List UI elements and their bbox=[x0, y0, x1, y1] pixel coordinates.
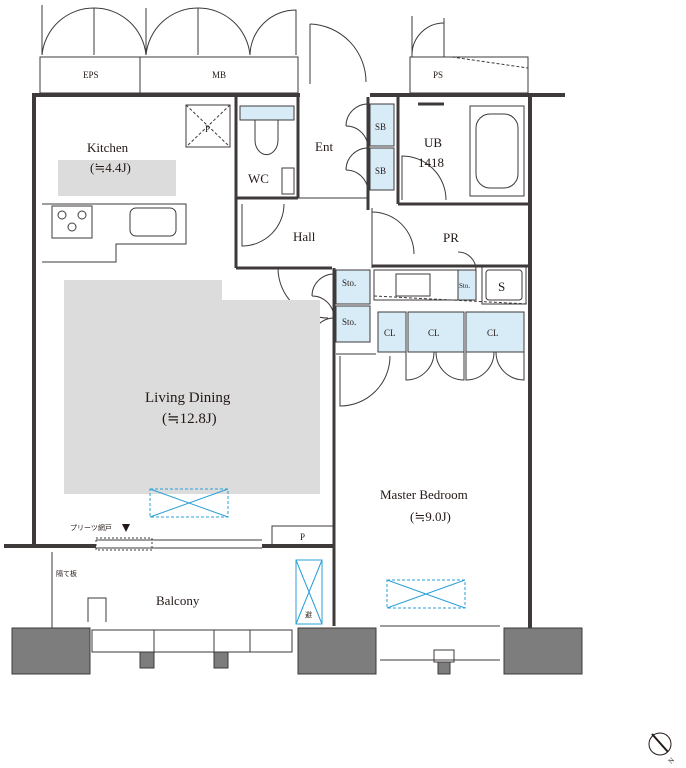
wc-room bbox=[234, 97, 300, 268]
bedroom-walls bbox=[271, 346, 391, 626]
compass-icon bbox=[648, 732, 672, 756]
partition-label: 隔て板 bbox=[56, 569, 77, 578]
sto1-label: Sto. bbox=[342, 278, 356, 288]
living-label: Living Dining bbox=[145, 390, 231, 406]
ent-label: Ent bbox=[315, 139, 333, 154]
living-size: (≒12.8J) bbox=[162, 411, 217, 427]
kitchen-floor-shade bbox=[58, 160, 176, 196]
hatch-label: 避 bbox=[305, 610, 312, 619]
ub-size: 1418 bbox=[418, 155, 444, 170]
closets bbox=[377, 311, 525, 381]
structural-columns bbox=[11, 627, 583, 675]
ps-top-label: PS bbox=[433, 70, 443, 80]
shoebox-area bbox=[345, 97, 395, 210]
kitchen-label: Kitchen bbox=[87, 140, 129, 155]
mb-label: MB bbox=[212, 70, 226, 80]
p-box-label: P bbox=[300, 532, 305, 542]
pleats-screen-label: プリーツ網戸 bbox=[70, 523, 112, 532]
unit-bath bbox=[298, 97, 528, 206]
cl1-label: CL bbox=[384, 328, 396, 338]
top-service-strip bbox=[39, 5, 529, 94]
balcony bbox=[51, 552, 500, 675]
p-shaft-label: P bbox=[205, 124, 210, 134]
s-label: S bbox=[498, 279, 505, 294]
kitchen-counter bbox=[42, 203, 187, 263]
hall-label: Hall bbox=[293, 229, 316, 244]
wc-label: WC bbox=[248, 171, 269, 186]
vanity bbox=[373, 251, 529, 305]
cl3-label: CL bbox=[487, 328, 499, 338]
eps-label: EPS bbox=[83, 70, 99, 80]
sb2-label: SB bbox=[375, 166, 386, 176]
window-line bbox=[95, 524, 262, 551]
storage-units bbox=[311, 268, 371, 346]
living-floor-shade bbox=[64, 280, 320, 494]
balcony-label: Balcony bbox=[156, 593, 200, 608]
living-skylight bbox=[149, 488, 229, 518]
sb1-label: SB bbox=[375, 122, 386, 132]
pr-label: PR bbox=[443, 230, 459, 245]
bedroom-skylight bbox=[386, 579, 466, 609]
sto2-label: Sto. bbox=[342, 317, 356, 327]
ub-label: UB bbox=[424, 135, 442, 150]
master-label: Master Bedroom bbox=[380, 487, 468, 502]
master-size: (≒9.0J) bbox=[410, 509, 451, 524]
sto3-label: Sto. bbox=[459, 282, 470, 290]
compass-north-label: N bbox=[667, 756, 676, 765]
kitchen-p-shaft bbox=[185, 104, 231, 148]
cl2-label: CL bbox=[428, 328, 440, 338]
kitchen-size: (≒4.4J) bbox=[90, 160, 131, 175]
